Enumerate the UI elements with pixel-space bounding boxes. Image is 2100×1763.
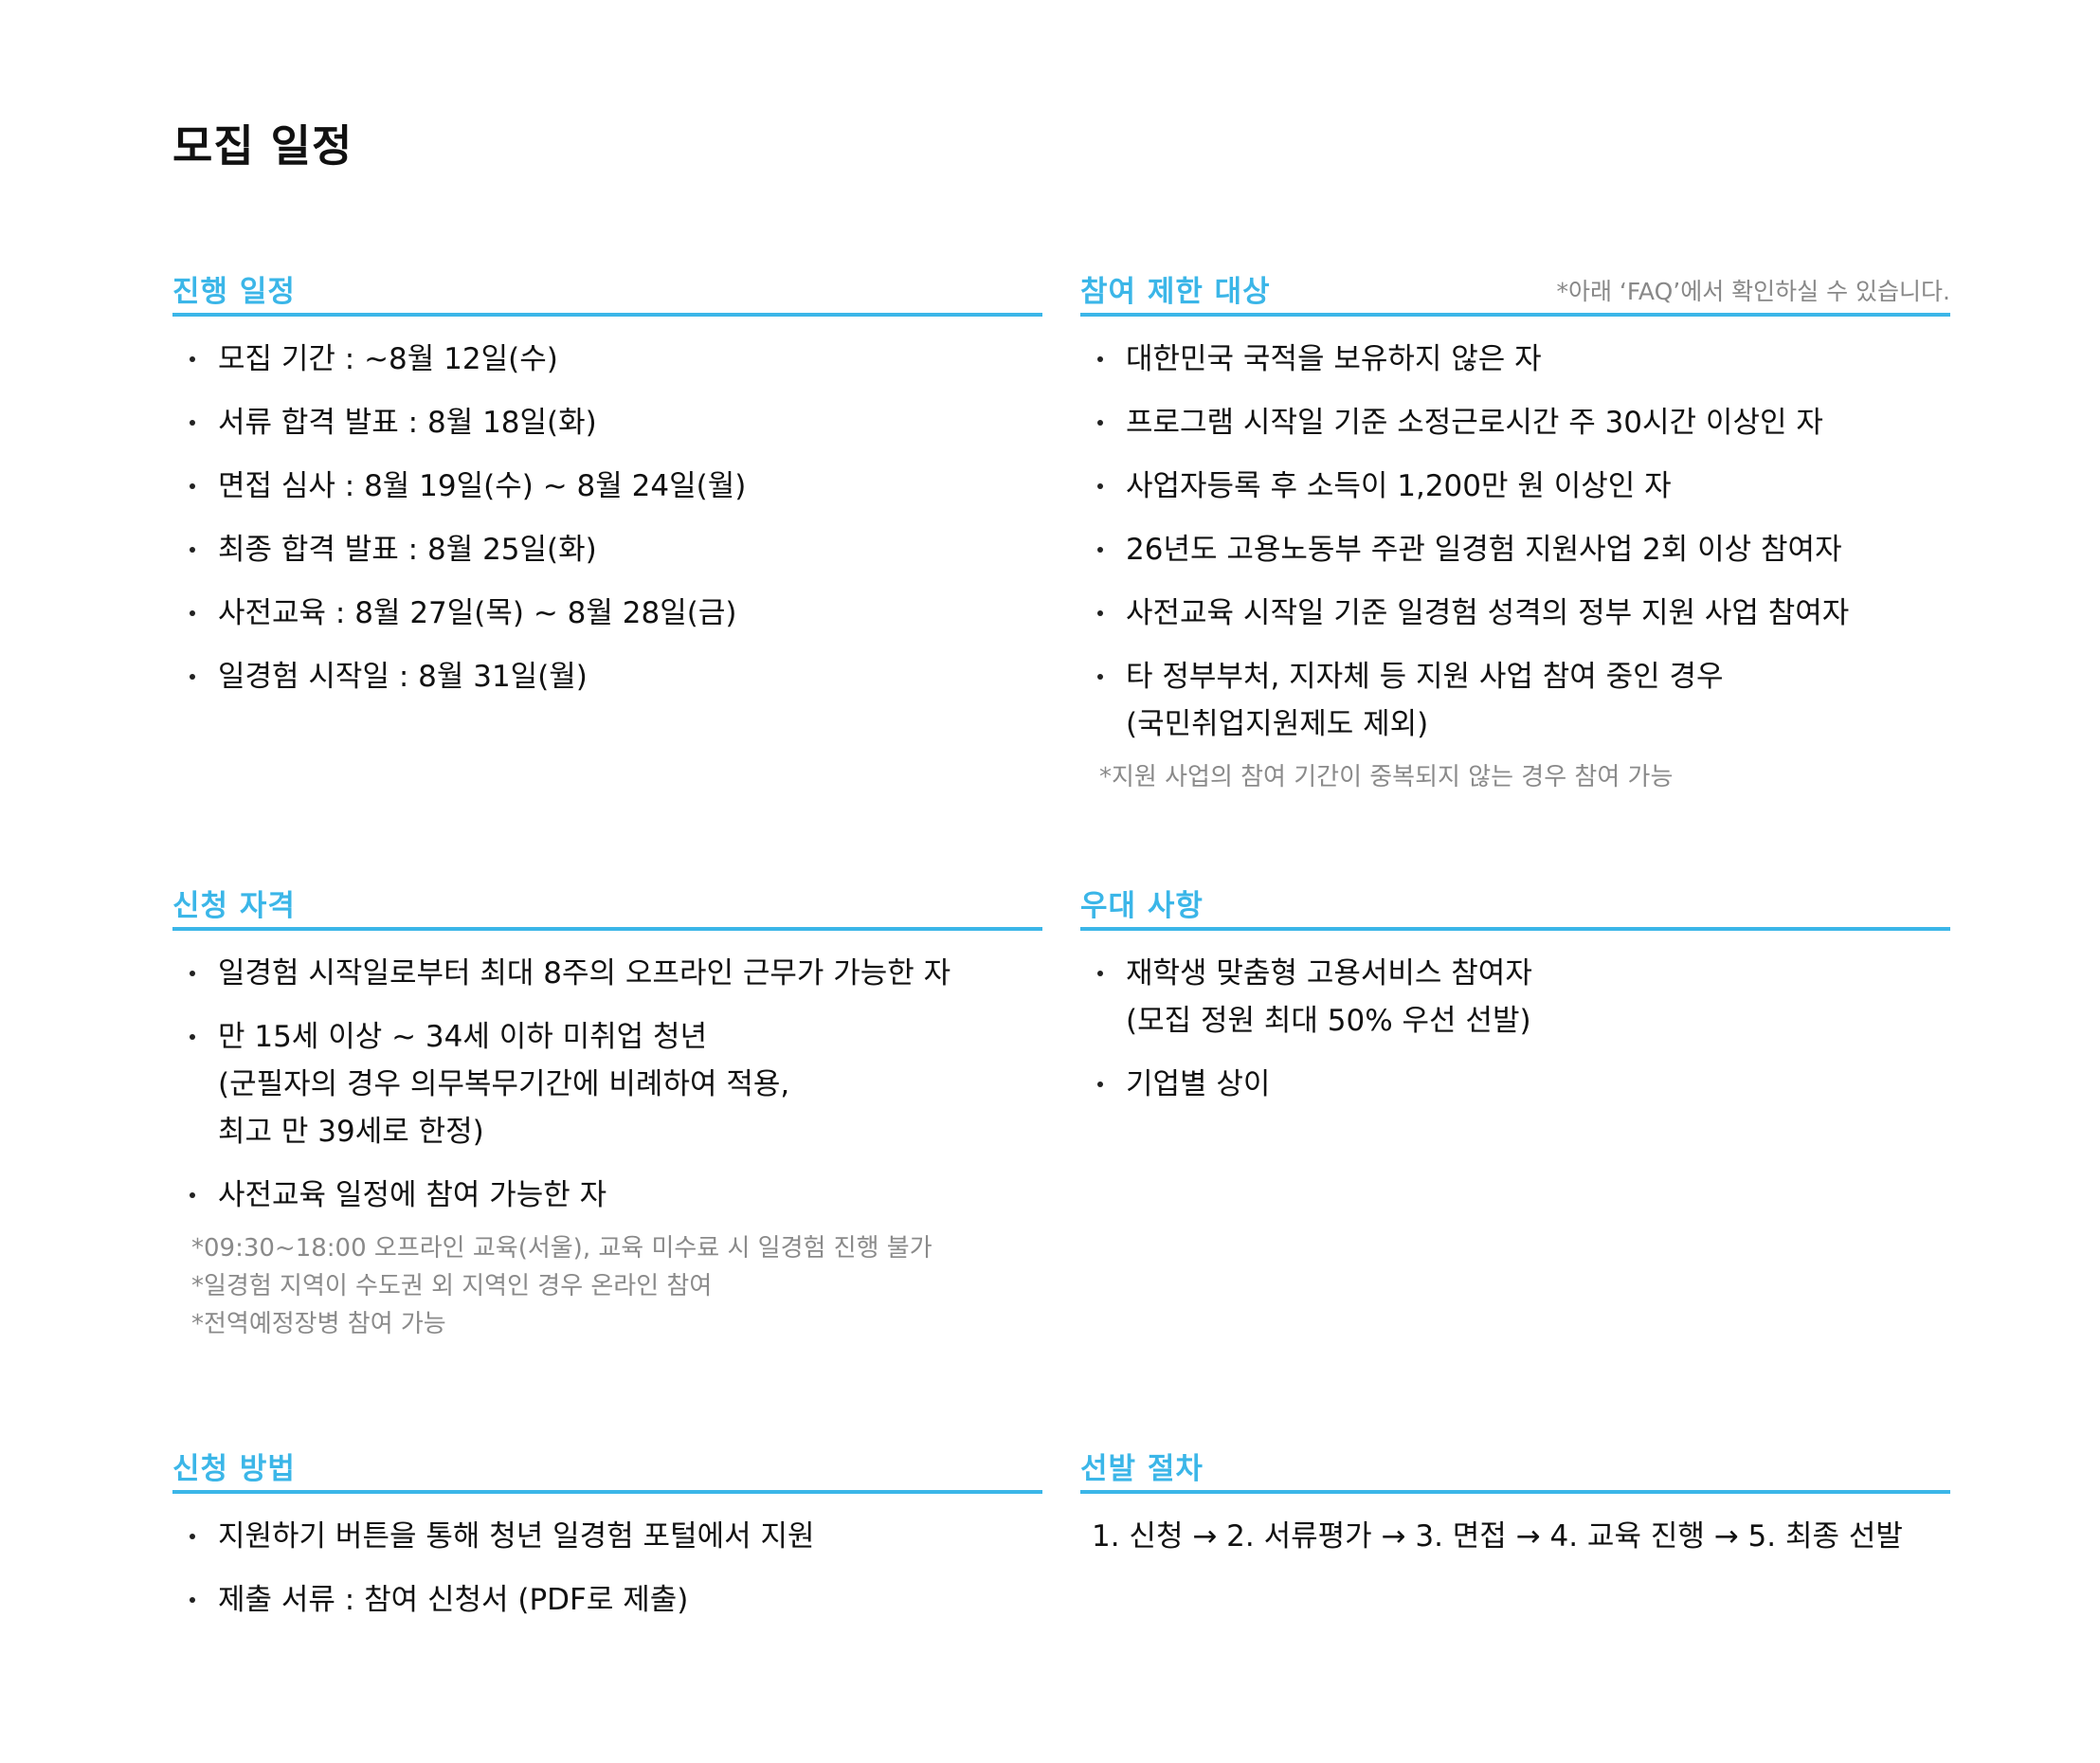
section-restrictions: 참여 제한 대상 *아래 ‘FAQ’에서 확인하실 수 있습니다. 대한민국 국… <box>1080 267 1950 796</box>
list-item: 제출 서류 : 참여 신청서 (PDF로 제출) <box>172 1576 1042 1624</box>
list-item: 사전교육 : 8월 27일(목) ~ 8월 28일(금) <box>172 590 1042 637</box>
list-item: 26년도 고용노동부 주관 일경험 지원사업 2회 이상 참여자 <box>1080 526 1950 573</box>
section-title: 신청 자격 <box>172 889 296 923</box>
eligibility-list: 일경험 시작일로부터 최대 8주의 오프라인 근무가 가능한 자 만 15세 이… <box>172 950 1042 1219</box>
restrictions-list: 대한민국 국적을 보유하지 않은 자 프로그램 시작일 기준 소정근로시간 주 … <box>1080 336 1950 748</box>
recruitment-schedule-page: 모집 일정 진행 일정 모집 기간 : ~8월 12일(수) 서류 합격 발표 … <box>172 0 1950 1763</box>
section-title: 진행 일정 <box>172 275 296 309</box>
preference-list: 재학생 맞춤형 고용서비스 참여자 (모집 정원 최대 50% 우선 선발) 기… <box>1080 950 1950 1108</box>
section-header: 우대 사항 <box>1080 882 1950 931</box>
section-title: 우대 사항 <box>1080 889 1204 923</box>
list-item: 모집 기간 : ~8월 12일(수) <box>172 336 1042 383</box>
page-title: 모집 일정 <box>172 120 353 172</box>
bullet-icon <box>190 420 195 426</box>
list-item: 사업자등록 후 소득이 1,200만 원 이상인 자 <box>1080 463 1950 510</box>
faq-note: *아래 ‘FAQ’에서 확인하실 수 있습니다. <box>1556 278 1950 305</box>
list-item: 서류 합격 발표 : 8월 18일(화) <box>172 399 1042 446</box>
list-item: 면접 심사 : 8월 19일(수) ~ 8월 24일(월) <box>172 463 1042 510</box>
section-schedule: 진행 일정 모집 기간 : ~8월 12일(수) 서류 합격 발표 : 8월 1… <box>172 267 1042 717</box>
restrictions-footnote: *지원 사업의 참여 기간이 중복되지 않는 경우 참여 가능 <box>1099 763 1674 791</box>
section-header: 참여 제한 대상 *아래 ‘FAQ’에서 확인하실 수 있습니다. <box>1080 267 1950 317</box>
section-method: 신청 방법 지원하기 버튼을 통해 청년 일경험 포털에서 지원 제출 서류 :… <box>172 1445 1042 1640</box>
method-list: 지원하기 버튼을 통해 청년 일경험 포털에서 지원 제출 서류 : 참여 신청… <box>172 1513 1042 1624</box>
bullet-icon <box>190 610 195 616</box>
list-item: 재학생 맞춤형 고용서비스 참여자 (모집 정원 최대 50% 우선 선발) <box>1080 950 1950 1045</box>
bullet-icon <box>190 1534 195 1539</box>
section-header: 신청 자격 <box>172 882 1042 931</box>
eligibility-notes: *09:30~18:00 오프라인 교육(서울), 교육 미수료 시 일경험 진… <box>191 1234 932 1338</box>
list-item: 타 정부부처, 지자체 등 지원 사업 참여 중인 경우 (국민취업지원제도 제… <box>1080 653 1950 748</box>
list-item: 일경험 시작일로부터 최대 8주의 오프라인 근무가 가능한 자 <box>172 950 1042 997</box>
section-preference: 우대 사항 재학생 맞춤형 고용서비스 참여자 (모집 정원 최대 50% 우선… <box>1080 882 1950 1124</box>
section-eligibility: 신청 자격 일경험 시작일로부터 최대 8주의 오프라인 근무가 가능한 자 만… <box>172 882 1042 1343</box>
section-header: 신청 방법 <box>172 1445 1042 1494</box>
list-item: 사전교육 일정에 참여 가능한 자 <box>172 1172 1042 1219</box>
bullet-icon <box>1097 547 1103 553</box>
bullet-icon <box>190 1192 195 1198</box>
bullet-icon <box>190 547 195 553</box>
selection-process: 1. 신청 → 2. 서류평가 → 3. 면접 → 4. 교육 진행 → 5. … <box>1092 1519 1903 1554</box>
list-item: 사전교육 시작일 기준 일경험 성격의 정부 지원 사업 참여자 <box>1080 590 1950 637</box>
bullet-icon <box>190 356 195 362</box>
list-item: 대한민국 국적을 보유하지 않은 자 <box>1080 336 1950 383</box>
section-header: 선발 절차 <box>1080 1445 1950 1494</box>
section-selection: 선발 절차 1. 신청 → 2. 서류평가 → 3. 면접 → 4. 교육 진행… <box>1080 1445 1950 1560</box>
bullet-icon <box>1097 420 1103 426</box>
section-title: 신청 방법 <box>172 1452 296 1486</box>
section-title: 참여 제한 대상 <box>1080 275 1271 309</box>
list-item: 프로그램 시작일 기준 소정근로시간 주 30시간 이상인 자 <box>1080 399 1950 446</box>
schedule-list: 모집 기간 : ~8월 12일(수) 서류 합격 발표 : 8월 18일(화) … <box>172 336 1042 700</box>
bullet-icon <box>190 483 195 489</box>
list-item: 일경험 시작일 : 8월 31일(월) <box>172 653 1042 700</box>
bullet-icon <box>1097 356 1103 362</box>
bullet-icon <box>1097 483 1103 489</box>
list-item: 최종 합격 발표 : 8월 25일(화) <box>172 526 1042 573</box>
bullet-icon <box>1097 610 1103 616</box>
section-title: 선발 절차 <box>1080 1452 1204 1486</box>
bullet-icon <box>1097 971 1103 976</box>
list-item: 만 15세 이상 ~ 34세 이하 미취업 청년 (군필자의 경우 의무복무기간… <box>172 1013 1042 1155</box>
bullet-icon <box>1097 674 1103 680</box>
bullet-icon <box>190 1597 195 1603</box>
bullet-icon <box>190 674 195 680</box>
list-item: 기업별 상이 <box>1080 1061 1950 1108</box>
list-item: 지원하기 버튼을 통해 청년 일경험 포털에서 지원 <box>172 1513 1042 1560</box>
bullet-icon <box>190 971 195 976</box>
bullet-icon <box>1097 1081 1103 1087</box>
section-header: 진행 일정 <box>172 267 1042 317</box>
bullet-icon <box>190 1034 195 1040</box>
